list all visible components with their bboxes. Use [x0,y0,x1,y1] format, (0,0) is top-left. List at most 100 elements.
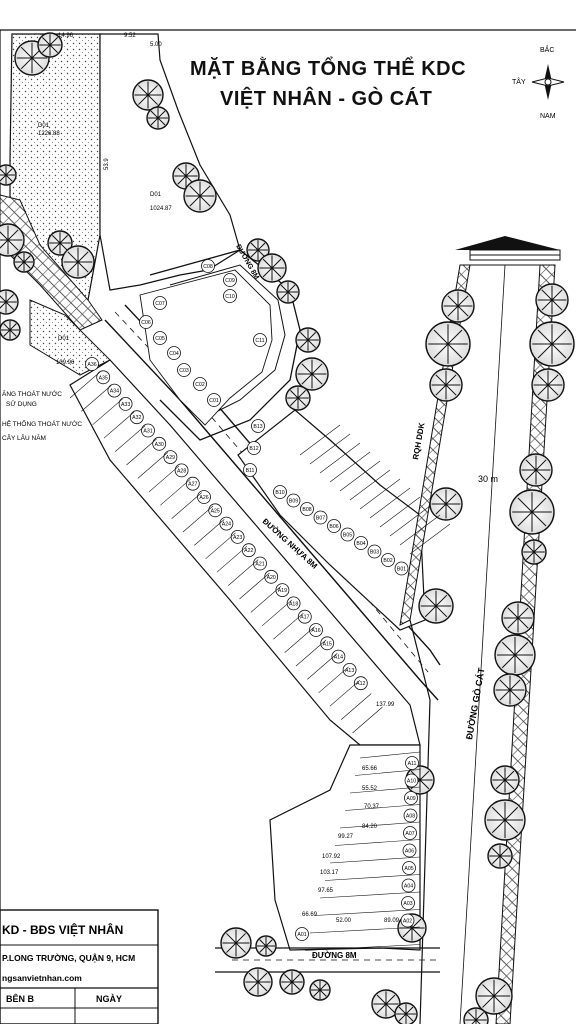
lot-label-c: C05 [153,331,167,345]
title-block-col-date: NGÀY [96,994,122,1004]
svg-text:A02: A02 [403,919,412,925]
lot-label-a: A07 [403,826,417,840]
svg-text:B12: B12 [249,446,258,452]
lot-label-b: B08 [300,502,314,516]
tree-icon [220,927,252,959]
tree-icon [37,32,63,58]
lot-label-c: C03 [177,363,191,377]
lot-label-a: A35 [96,370,111,385]
lot-label-b: B05 [340,527,355,542]
lot-area-label: 103.17 [320,870,339,876]
svg-text:C11: C11 [255,338,264,344]
svg-text:A23: A23 [233,535,242,541]
tree-icon [535,283,569,317]
svg-text:C07: C07 [155,301,165,307]
lot-area-label: 97.65 [318,888,334,894]
lot-label-a: A18 [286,596,301,611]
lot-d01-area-2: 1024.87 [150,206,172,212]
lot-label-a: A29 [163,450,178,465]
tree-icon [47,230,73,256]
dim-1: 14.96 [58,33,74,39]
lot-label-a: A22 [241,543,256,558]
svg-text:A27: A27 [188,482,197,488]
title-block-col-b: BÊN B [6,993,35,1004]
svg-text:A21: A21 [255,562,264,568]
lot-area-label: 84.20 [362,824,378,830]
tree-icon [490,765,520,795]
lot-label-c: C11 [253,333,267,347]
tree-icon [0,319,21,341]
compass-west: TÂY [512,77,526,86]
frame [0,29,576,1024]
svg-text:A33: A33 [121,402,130,408]
svg-text:A11: A11 [408,761,417,767]
tree-icon [0,289,19,315]
tree-icon [509,489,555,535]
plan-title-line1: MẶT BẰNG TỔNG THỂ KDC [190,58,467,80]
lot-label-a: A09 [404,791,418,805]
svg-text:C01: C01 [209,398,219,404]
svg-text:A24: A24 [222,522,231,528]
svg-text:A32: A32 [132,415,141,421]
tree-icon [257,253,287,283]
lot-label-a: A28 [174,463,189,478]
lot-area-label: 107.92 [322,854,341,860]
svg-text:A16: A16 [311,628,320,634]
svg-text:A36: A36 [87,362,96,368]
company-website: ngsanvietnhan.com [2,973,82,983]
tree-icon [0,223,25,257]
lot-label-a: A32 [129,410,144,425]
tree-icon [425,321,471,367]
company-name: KD - BĐS VIỆT NHÂN [2,922,123,937]
lot-label-c: C01 [207,393,221,407]
compass-icon [531,64,565,100]
svg-text:A30: A30 [155,442,164,448]
lot-label-b: B09 [286,493,301,508]
c-block [139,269,273,426]
svg-text:B01: B01 [397,567,406,573]
lot-label-a: A24 [219,516,234,531]
tree-icon [429,368,463,402]
lot-area-label: 70.37 [364,804,380,810]
lot-labels: A36A35A34A33A32A31A30A29A28A27A26A25A24A… [85,259,419,941]
svg-text:C03: C03 [179,368,189,374]
tree-icon [246,238,270,262]
lot-label-b: B12 [247,441,261,455]
dim-2: 9.52 [124,33,136,39]
road-width-label: 30 m [478,474,498,484]
svg-text:C05: C05 [155,336,165,342]
dim-4: 53.9 [104,158,110,170]
legend-1: ĂNG THOÁT NƯỚC [2,389,62,398]
tree-icon [475,977,513,1015]
compass-south: NAM [540,113,556,120]
road-label-go-cat: ĐƯỜNG GÒ CÁT [463,666,487,740]
svg-text:A17: A17 [300,615,309,621]
svg-text:B05: B05 [343,533,352,539]
lower-lots-block [269,744,421,951]
lot-label-b: B11 [243,463,257,477]
tree-icon [13,251,35,273]
lot-area-label: 52.00 [336,918,352,924]
lot-d01-area-3: 109.96 [56,360,75,366]
tree-icon [279,969,305,995]
svg-text:A20: A20 [267,575,276,581]
svg-text:B13: B13 [253,424,262,430]
lot-label-a: A27 [185,476,200,491]
lot-label-a: A19 [275,583,290,597]
company-address: P.LONG TRƯỜNG, QUẬN 9, HCM [2,952,135,963]
trees [0,32,575,1029]
lot-label-b: B07 [313,510,328,525]
tree-icon [61,245,95,279]
compass-north: BẮC [540,45,554,54]
title-block [0,909,159,1025]
lot-label-b: B13 [251,419,265,433]
svg-text:A13: A13 [345,668,354,674]
svg-text:C09: C09 [225,278,235,284]
lot-label-a: A14 [331,649,346,664]
svg-text:A08: A08 [406,814,415,820]
lot-label-a: A01 [295,927,309,941]
tree-icon [371,989,401,1019]
svg-text:B11: B11 [246,468,255,474]
tree-icon [394,1002,418,1026]
svg-text:C06: C06 [141,320,151,326]
